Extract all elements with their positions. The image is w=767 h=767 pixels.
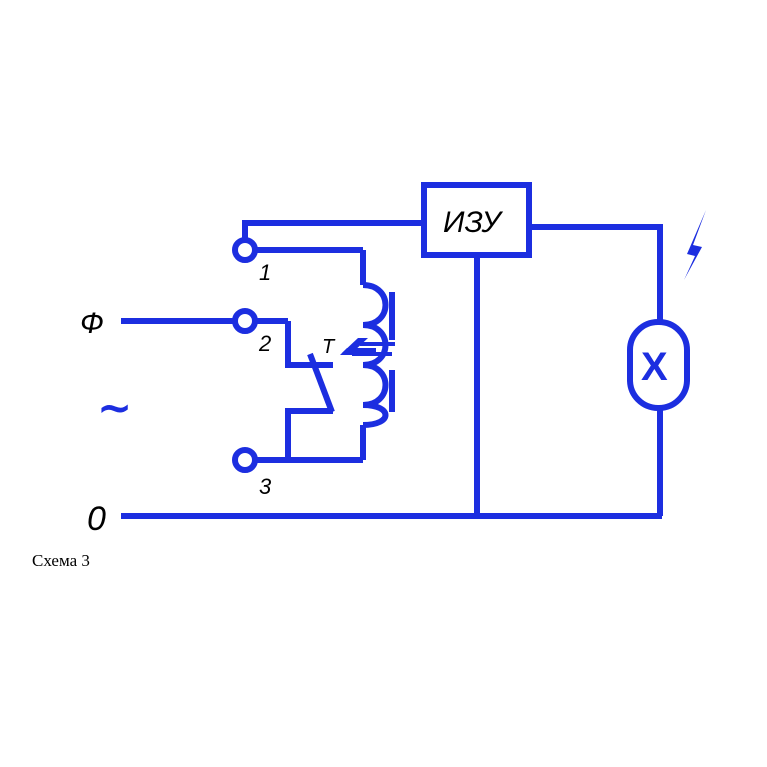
switch-fixed-contact [285, 321, 333, 368]
terminal-circle-icon [232, 308, 258, 334]
neutral-label: 0 [87, 500, 106, 538]
lamp-label: X [641, 345, 668, 389]
phase-label: Ф [80, 307, 104, 340]
switch-blade [307, 352, 335, 414]
figure-caption: Схема 3 [32, 551, 90, 570]
terminal-3-label: 3 [259, 474, 272, 499]
terminal-1-label: 1 [259, 260, 271, 285]
izu-label: ИЗУ [443, 206, 504, 239]
transformer-label: Т [322, 336, 336, 358]
inductor-coil-icon [362, 282, 389, 428]
ac-label: ~ [97, 383, 132, 432]
terminal-circle-icon [232, 237, 258, 263]
terminal-2-label: 2 [258, 331, 271, 356]
lightning-icon [684, 210, 706, 280]
switch-lower-contact [285, 408, 333, 460]
terminal-circle-icon [232, 447, 258, 473]
izu-to-lamp-wire [529, 224, 663, 322]
